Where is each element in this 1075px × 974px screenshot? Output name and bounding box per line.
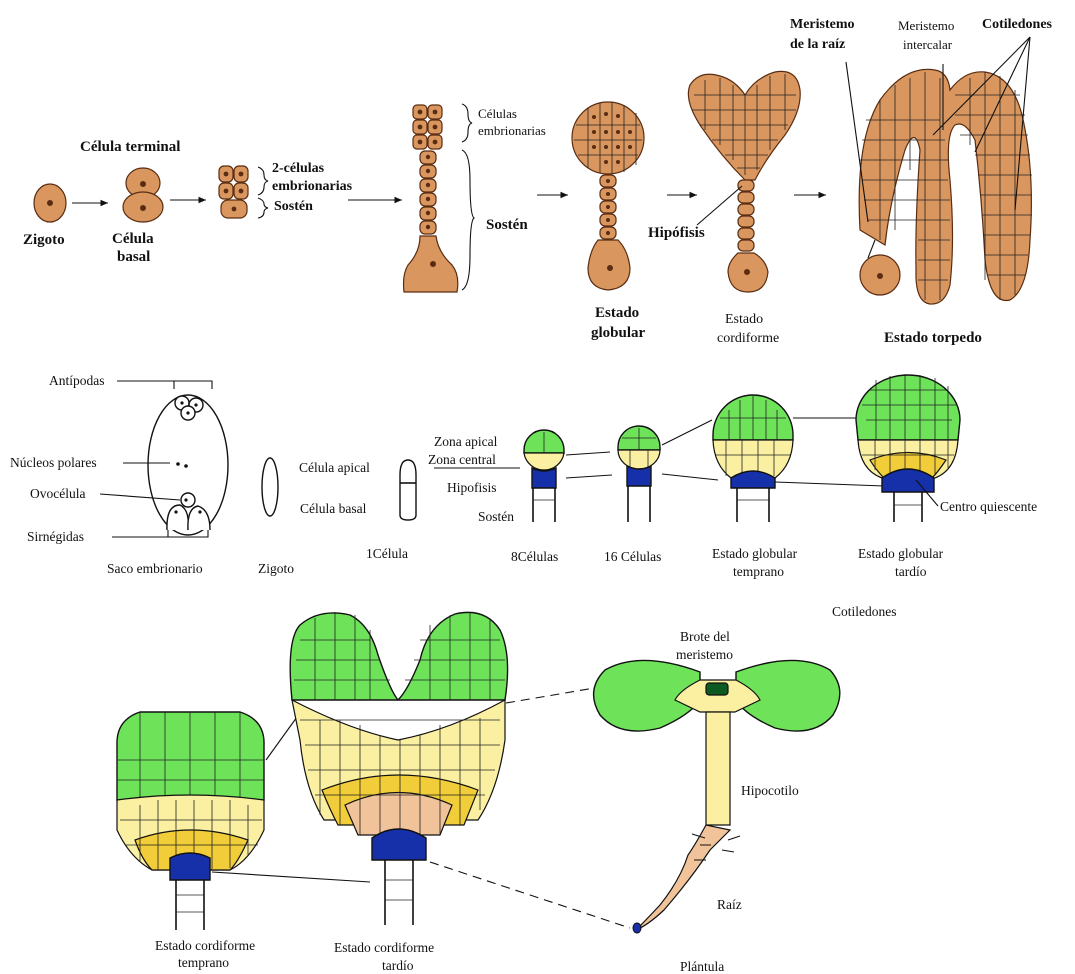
connector-early-late-b [212,872,370,882]
label-brote-1: Brote del [680,629,730,644]
top-two-cell [123,168,163,222]
label-globular-1: Estado [595,305,639,321]
brace-sosten [462,150,474,290]
mid-zygote [262,458,278,516]
plantula [594,660,840,933]
brace-sosten-small [258,198,268,218]
label-globular-temprano-1: Estado globular [712,546,798,561]
mid-globular-early [713,395,793,522]
mid-eight-cells [524,430,564,522]
label-antipodas: Antípodas [49,373,105,388]
label-cotiledones-bottom: Cotiledones [832,604,897,619]
label-sosten-mid: Sostén [478,509,514,524]
top-proembryo [404,105,458,292]
label-meristemo-raiz-1: Meristemo [790,17,855,32]
label-ovocelula: Ovocélula [30,486,85,501]
label-16celulas: 16 Células [604,549,661,564]
label-meristemo-inter-2: intercalar [903,37,953,52]
brace-celulas-emb [462,104,472,142]
label-cordiforme-temprano-2: temprano [178,955,229,970]
connector-8-16b [566,475,612,478]
label-cordiforme-tardio-2: tardío [382,958,414,973]
label-2-celulas-1: 2-células [272,161,325,176]
label-globular-tardio-2: tardío [895,564,927,579]
label-2-celulas-2: embrionarias [272,179,353,194]
label-estado-torpedo: Estado torpedo [884,330,982,346]
label-1celula: 1Célula [366,546,408,561]
top-cordiform [688,71,800,292]
label-centro-quiescente: Centro quiescente [940,499,1037,514]
label-brote-2: meristemo [676,647,733,662]
connector-16-gt-a [662,420,712,445]
label-hipofisis-mid: Hipofisis [447,480,497,495]
label-celula-terminal: Célula terminal [80,139,180,155]
label-globular-tardio-1: Estado globular [858,546,944,561]
label-zigoto-mid: Zigoto [258,561,294,576]
connector-8-16a [566,452,610,455]
label-globular-temprano-2: temprano [733,564,784,579]
label-celula-basal: Célula basal [300,501,367,516]
connector-gt-gd-b [775,482,884,486]
label-meristemo-raiz-2: de la raíz [790,37,845,52]
label-sinergidas: Sirnégidas [27,529,84,544]
label-celula-basal-1: Célula [112,231,154,247]
bottom-cordiform-early [117,712,264,930]
label-cordiforme-2: cordiforme [717,331,779,346]
label-cordiforme-1: Estado [725,312,763,327]
connector-16-gt-b [662,474,718,480]
top-torpedo [859,69,1032,304]
mid-sixteen-cells [618,426,660,522]
leader-antipodas [117,381,212,389]
label-zona-central: Zona central [428,452,496,467]
label-zona-apical: Zona apical [434,434,498,449]
label-raiz: Raíz [717,897,742,912]
label-8celulas: 8Células [511,549,558,564]
label-plantula: Plántula [680,959,724,974]
label-celula-apical: Célula apical [299,460,370,475]
label-cordiforme-temprano-1: Estado cordiforme [155,938,255,953]
connector-late-plant-b [430,862,630,928]
saco-embrionario [148,395,228,535]
top-globular [572,102,644,290]
label-zigoto-top: Zigoto [23,232,65,248]
bottom-cordiform-late [290,612,507,925]
mid-one-cell [400,460,416,520]
leader-hipofisis-top [697,186,742,225]
label-sosten-small: Sostén [274,199,313,214]
label-hipocotilo: Hipocotilo [741,783,799,798]
top-zygote [34,184,66,222]
label-celula-basal-2: basal [117,249,150,265]
label-cotiledones-top: Cotiledones [982,17,1053,32]
label-sosten: Sostén [486,217,528,233]
label-cordiforme-tardio-1: Estado cordiforme [334,940,434,955]
label-meristemo-inter-1: Meristemo [898,18,954,33]
label-nucleos-polares: Núcleos polares [10,455,97,470]
label-saco-embrionario: Saco embrionario [107,561,203,576]
label-hipofisis-top: Hipófisis [648,225,705,241]
brace-2cell [258,167,268,195]
label-globular-2: globular [591,325,646,341]
top-four-cell [219,166,248,218]
label-celulas-emb-2: embrionarias [478,123,546,138]
label-celulas-emb-1: Células [478,106,517,121]
